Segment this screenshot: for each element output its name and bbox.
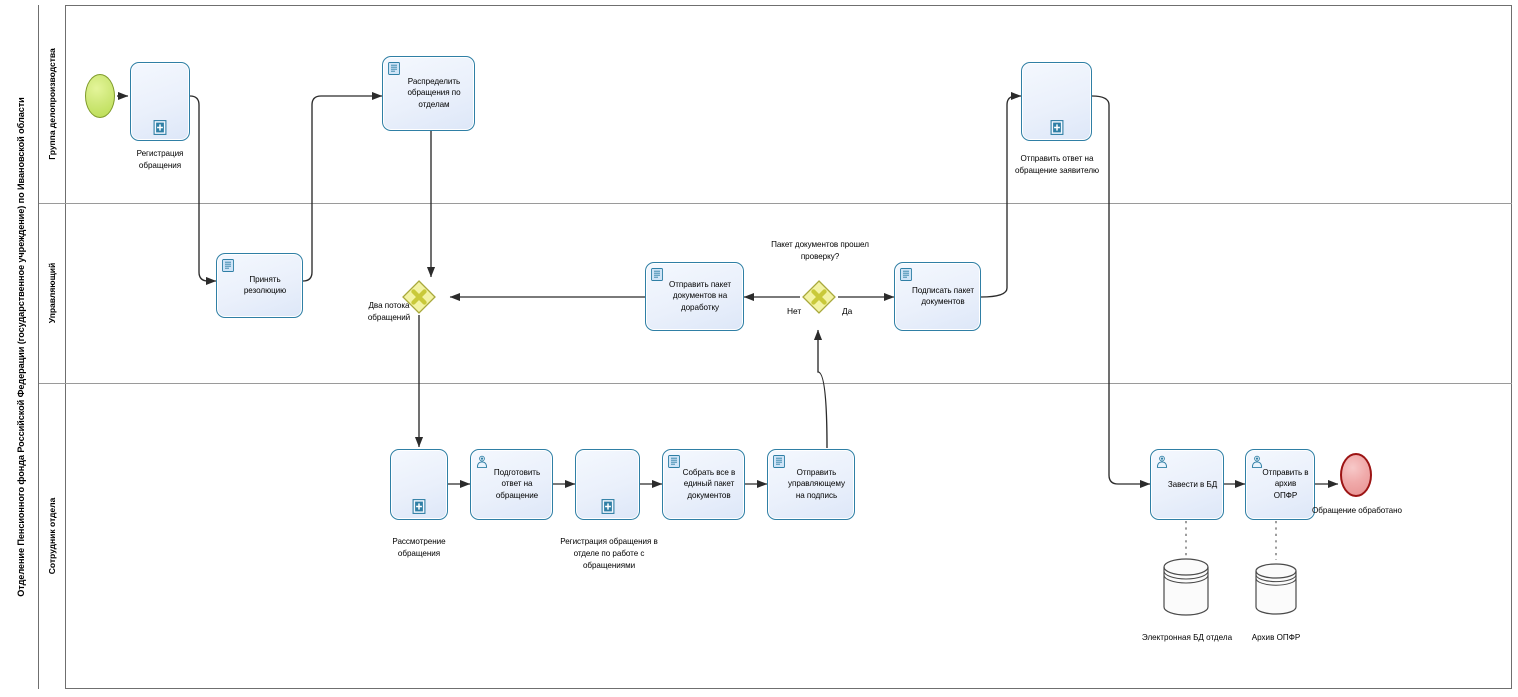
task-distribute-label: Распределить обращения по отделам — [407, 76, 461, 110]
task-distribute[interactable]: Распределить обращения по отделам — [382, 56, 475, 131]
gateway-two-flows[interactable] — [402, 280, 436, 314]
lane-header-manager: Управляющий — [39, 203, 66, 383]
gateway-check-package[interactable] — [802, 280, 836, 314]
end-event[interactable] — [1340, 453, 1372, 497]
task-send-archive[interactable]: Отправить в архив ОПФР — [1245, 449, 1315, 520]
task-sign-package-label: Подписать пакет документов — [911, 285, 975, 307]
manual-task-icon — [900, 268, 912, 281]
datastore-dept-db-icon — [1163, 558, 1209, 616]
manual-task-icon — [222, 259, 234, 272]
task-send-to-manager-label: Отправить управляющему на подпись — [788, 467, 845, 501]
task-review-label: Рассмотрение обращения — [392, 537, 446, 559]
start-event[interactable] — [85, 74, 115, 118]
datastore-archive-icon — [1255, 563, 1297, 615]
lane-label-manager: Управляющий — [47, 262, 57, 324]
task-registration[interactable] — [130, 62, 190, 141]
lane-header-records: Группа делопроизводства — [39, 5, 66, 203]
subprocess-plus-marker-icon — [412, 499, 426, 514]
task-review[interactable] — [390, 449, 448, 520]
task-sign-package[interactable]: Подписать пакет документов — [894, 262, 981, 331]
datastore-archive-label: Архив ОПФР — [1251, 633, 1301, 642]
task-resolution[interactable]: Принять резолюцию — [216, 253, 303, 318]
task-send-answer-label: Отправить ответ на обращение заявителю — [1014, 154, 1100, 176]
lane-divider-2 — [39, 383, 1512, 384]
user-task-icon — [1251, 455, 1263, 468]
gateway-two-flows-label: Два потока обращений — [367, 301, 411, 323]
task-resolution-label: Принять резолюцию — [243, 274, 287, 296]
task-collect-package-label: Собрать все в единый пакет документов — [682, 467, 736, 501]
task-dept-registration-label: Регистрация обращения в отделе по работе… — [560, 537, 658, 571]
pool-title: Отделение Пенсионного фонда Российской Ф… — [16, 97, 27, 597]
task-send-answer[interactable] — [1021, 62, 1092, 141]
task-send-to-manager[interactable]: Отправить управляющему на подпись — [767, 449, 855, 520]
user-task-icon — [476, 455, 488, 468]
datastore-dept-db-label: Электронная БД отдела — [1141, 633, 1233, 642]
gateway-check-package-label: Пакет документов прошел проверку? — [771, 240, 869, 262]
task-send-back-label: Отправить пакет документов на доработку — [668, 279, 732, 313]
subprocess-plus-marker-icon — [1050, 120, 1063, 135]
user-task-icon — [1156, 455, 1168, 468]
task-send-back[interactable]: Отправить пакет документов на доработку — [645, 262, 744, 331]
task-send-archive-label: Отправить в архив ОПФР — [1262, 467, 1309, 501]
condition-label-yes: Да — [842, 306, 853, 316]
subprocess-plus-marker-icon — [601, 499, 614, 514]
manual-task-icon — [773, 455, 785, 468]
task-dept-registration[interactable] — [575, 449, 640, 520]
manual-task-icon — [388, 62, 400, 75]
manual-task-icon — [651, 268, 663, 281]
pool-header: Отделение Пенсионного фонда Российской Ф… — [6, 5, 39, 689]
task-enter-db[interactable]: Завести в БД — [1150, 449, 1224, 520]
subprocess-plus-marker-icon — [153, 120, 167, 135]
task-prepare-answer-label: Подготовить ответ на обращение — [493, 467, 541, 501]
task-enter-db-label: Завести в БД — [1167, 479, 1218, 489]
end-event-label: Обращение обработано — [1312, 506, 1402, 515]
lane-label-employee: Сотрудник отдела — [47, 497, 57, 575]
task-collect-package[interactable]: Собрать все в единый пакет документов — [662, 449, 745, 520]
condition-label-no: Нет — [787, 306, 802, 316]
lane-label-records: Группа делопроизводства — [47, 48, 57, 160]
task-registration-label: Регистрация обращения — [136, 149, 184, 171]
lane-divider-1 — [39, 203, 1512, 204]
lane-header-employee: Сотрудник отдела — [39, 383, 66, 689]
task-prepare-answer[interactable]: Подготовить ответ на обращение — [470, 449, 553, 520]
manual-task-icon — [668, 455, 680, 468]
